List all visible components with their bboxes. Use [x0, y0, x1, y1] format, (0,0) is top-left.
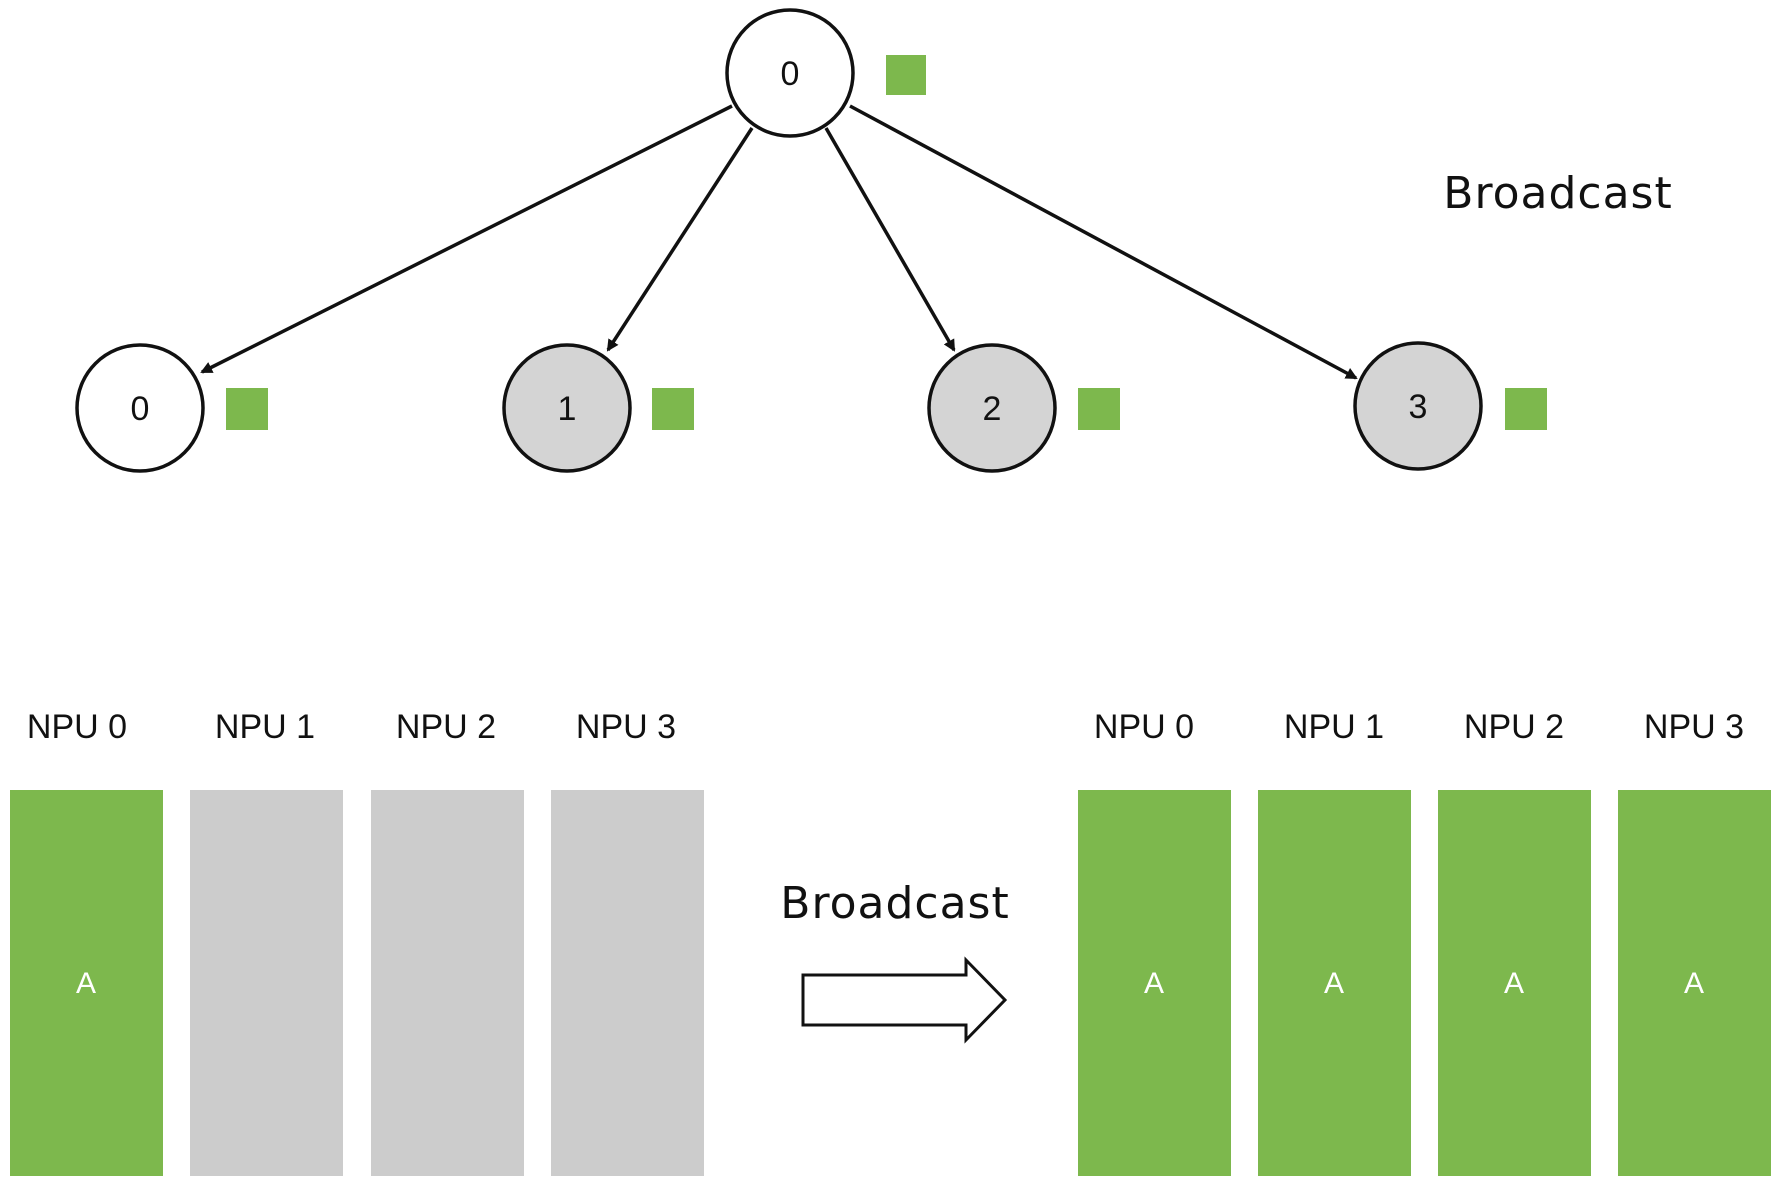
- memory-block-label: A: [1324, 967, 1344, 1000]
- data-block-icon: [652, 388, 694, 430]
- npu-column-before-1: NPU 1: [190, 708, 343, 1176]
- npu-label: NPU 0: [27, 708, 127, 746]
- tree-node-child-3-label: 3: [1409, 388, 1428, 426]
- tree-node-child-0-label: 0: [131, 390, 150, 428]
- npu-label: NPU 2: [396, 708, 496, 746]
- tree-node-child-1-label: 1: [558, 390, 577, 428]
- data-block-icon: [1505, 388, 1547, 430]
- data-block-icon: [1078, 388, 1120, 430]
- npu-label: NPU 0: [1094, 708, 1194, 746]
- memory-block: [190, 790, 343, 1176]
- tree-node-root: 0: [725, 8, 926, 138]
- npu-label: NPU 3: [1644, 708, 1744, 746]
- npu-column-before-3: NPU 3: [551, 708, 704, 1176]
- broadcast-arrow-label: Broadcast: [780, 878, 1009, 929]
- right-arrow-icon: [801, 956, 1008, 1044]
- tree-node-child-3-circle: [1353, 341, 1483, 471]
- memory-block: [1078, 790, 1231, 1176]
- npu-column-after-2: NPU 2 A: [1438, 708, 1591, 1176]
- npu-column-after-1: NPU 1 A: [1258, 708, 1411, 1176]
- npu-label: NPU 1: [215, 708, 315, 746]
- tree-node-child-1: 1: [502, 343, 694, 473]
- tree-node-root-circle: [725, 8, 855, 138]
- memory-block-label: A: [1684, 967, 1704, 1000]
- npu-column-after-3: NPU 3 A: [1618, 708, 1771, 1176]
- tree-node-child-1-circle: [502, 343, 632, 473]
- memory-block-label: A: [1144, 967, 1164, 1000]
- memory-block-label: A: [1504, 967, 1524, 1000]
- memory-after: NPU 0 A NPU 1 A NPU 2 A NPU 3 A: [1078, 708, 1771, 1176]
- tree-node-child-0: 0: [75, 343, 268, 473]
- data-block-icon: [886, 55, 926, 95]
- tree-edge-0: [200, 104, 733, 374]
- tree-node-child-3: 3: [1353, 341, 1547, 471]
- tree-section: Broadcast 0 0 1 2 3: [75, 8, 1672, 473]
- tree-node-child-2: 2: [927, 343, 1120, 473]
- tree-node-child-2-label: 2: [983, 390, 1002, 428]
- npu-column-before-2: NPU 2: [371, 708, 524, 1176]
- memory-block: [1258, 790, 1411, 1176]
- memory-before: NPU 0 A NPU 1 NPU 2 NPU 3: [10, 708, 704, 1176]
- tree-title: Broadcast: [1443, 168, 1672, 219]
- npu-column-before-0: NPU 0 A: [10, 708, 163, 1176]
- npu-column-after-0: NPU 0 A: [1078, 708, 1231, 1176]
- memory-block: [10, 790, 163, 1176]
- memory-block-label: A: [76, 967, 96, 1000]
- memory-block: [551, 790, 704, 1176]
- tree-node-child-2-circle: [927, 343, 1057, 473]
- npu-label: NPU 3: [576, 708, 676, 746]
- tree-node-root-label: 0: [781, 55, 800, 93]
- broadcast-transition: Broadcast: [780, 878, 1009, 1044]
- tree-node-child-0-circle: [75, 343, 205, 473]
- data-block-icon: [226, 388, 268, 430]
- memory-block: [1618, 790, 1771, 1176]
- memory-block: [371, 790, 524, 1176]
- tree-edge-3: [849, 104, 1358, 380]
- tree-edge-2: [824, 127, 956, 352]
- npu-label: NPU 1: [1284, 708, 1384, 746]
- tree-edge-1: [606, 127, 754, 352]
- npu-label: NPU 2: [1464, 708, 1564, 746]
- memory-block: [1438, 790, 1591, 1176]
